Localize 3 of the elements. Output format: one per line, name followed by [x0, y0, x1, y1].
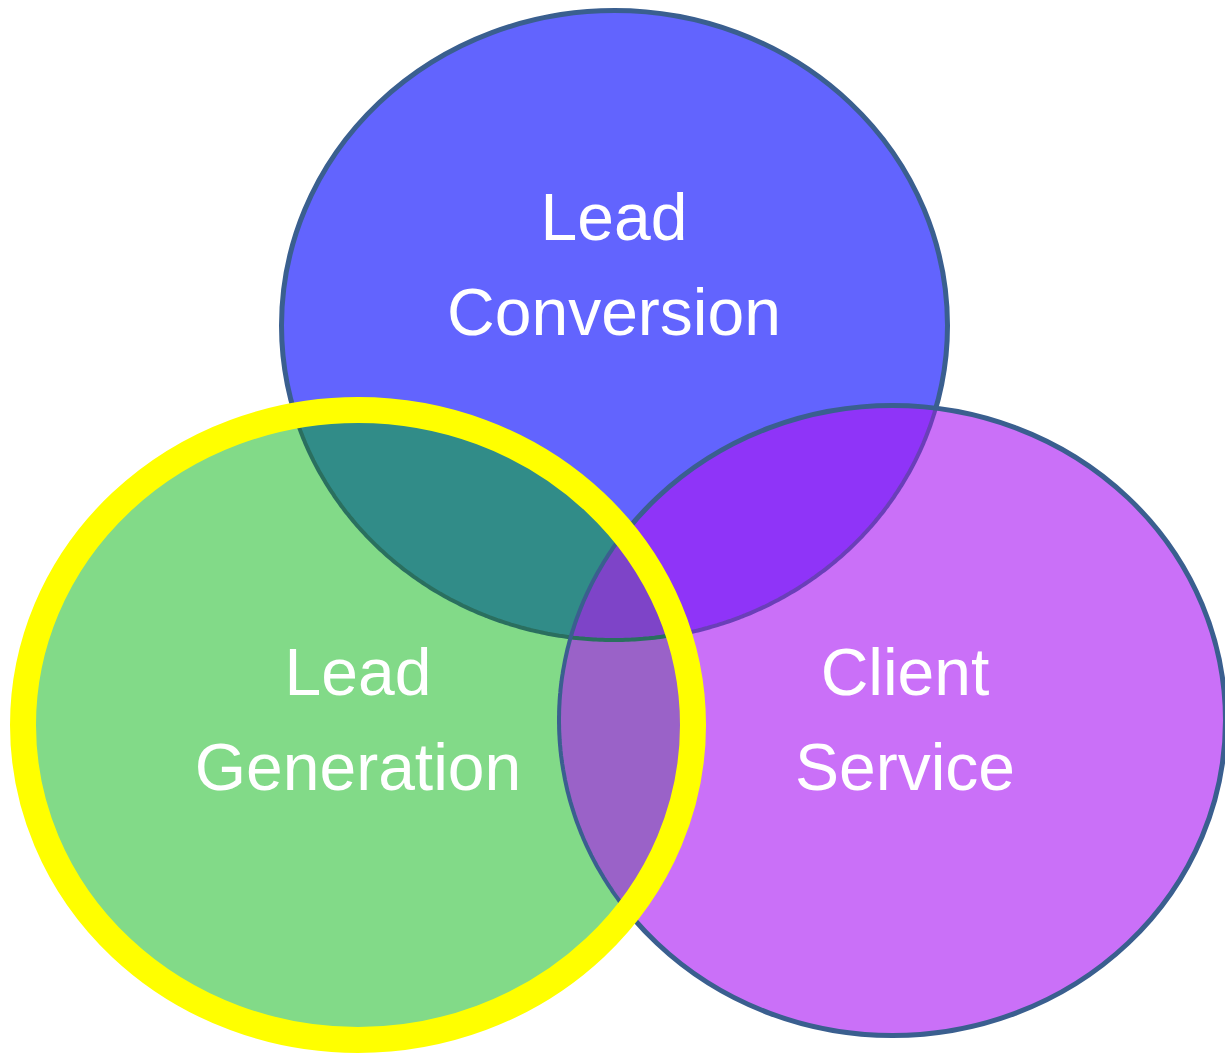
venn-label: Lead Conversion	[446, 178, 782, 352]
venn-label: Lead Generation	[193, 633, 523, 807]
venn-label: Client Service	[793, 633, 1017, 807]
